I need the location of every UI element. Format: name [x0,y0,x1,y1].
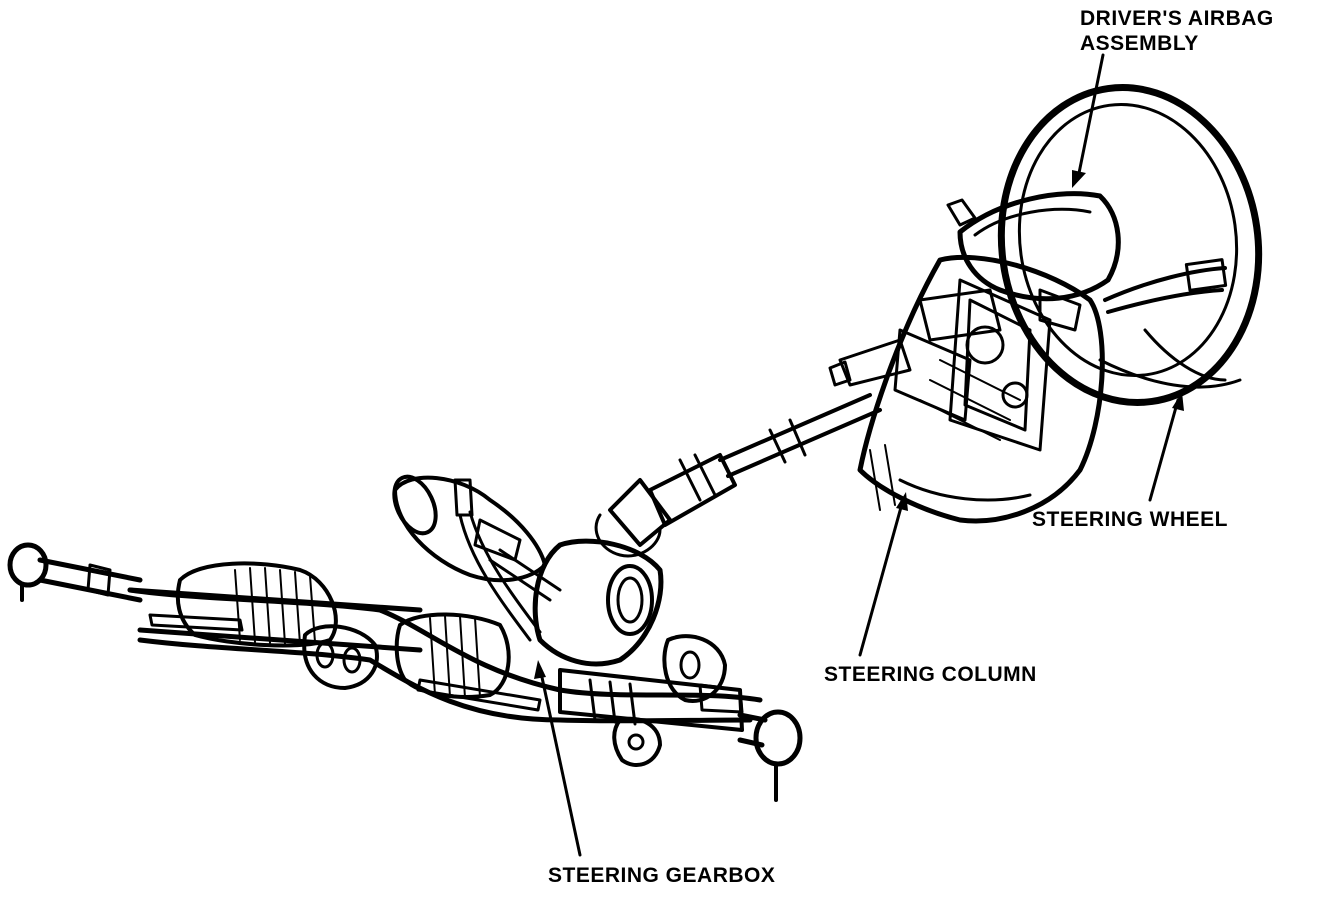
left-tie-rod [7,542,143,603]
label-steering-column: STEERING COLUMN [824,663,1037,686]
arrowhead-column [896,492,908,511]
arrowhead-airbag [1072,170,1086,188]
arrowhead-gearbox [534,660,546,679]
label-airbag-line2: ASSEMBLY [1080,32,1199,55]
right-tie-rod [737,709,803,802]
arrowhead-wheel [1172,392,1184,411]
steering-gearbox [127,474,763,767]
label-steering-wheel: STEERING WHEEL [1032,508,1229,531]
drivers-airbag-assembly [946,191,1121,302]
callout-arrows [534,53,1184,857]
label-drivers-airbag-assembly: DRIVER'S AIRBAG ASSEMBLY [1080,6,1274,56]
steering-wheel [997,84,1263,406]
steering-column [828,254,1105,524]
label-steering-gearbox: STEERING GEARBOX [548,864,776,887]
intermediate-shaft [594,393,882,558]
label-airbag-line1: DRIVER'S AIRBAG [1080,7,1274,30]
